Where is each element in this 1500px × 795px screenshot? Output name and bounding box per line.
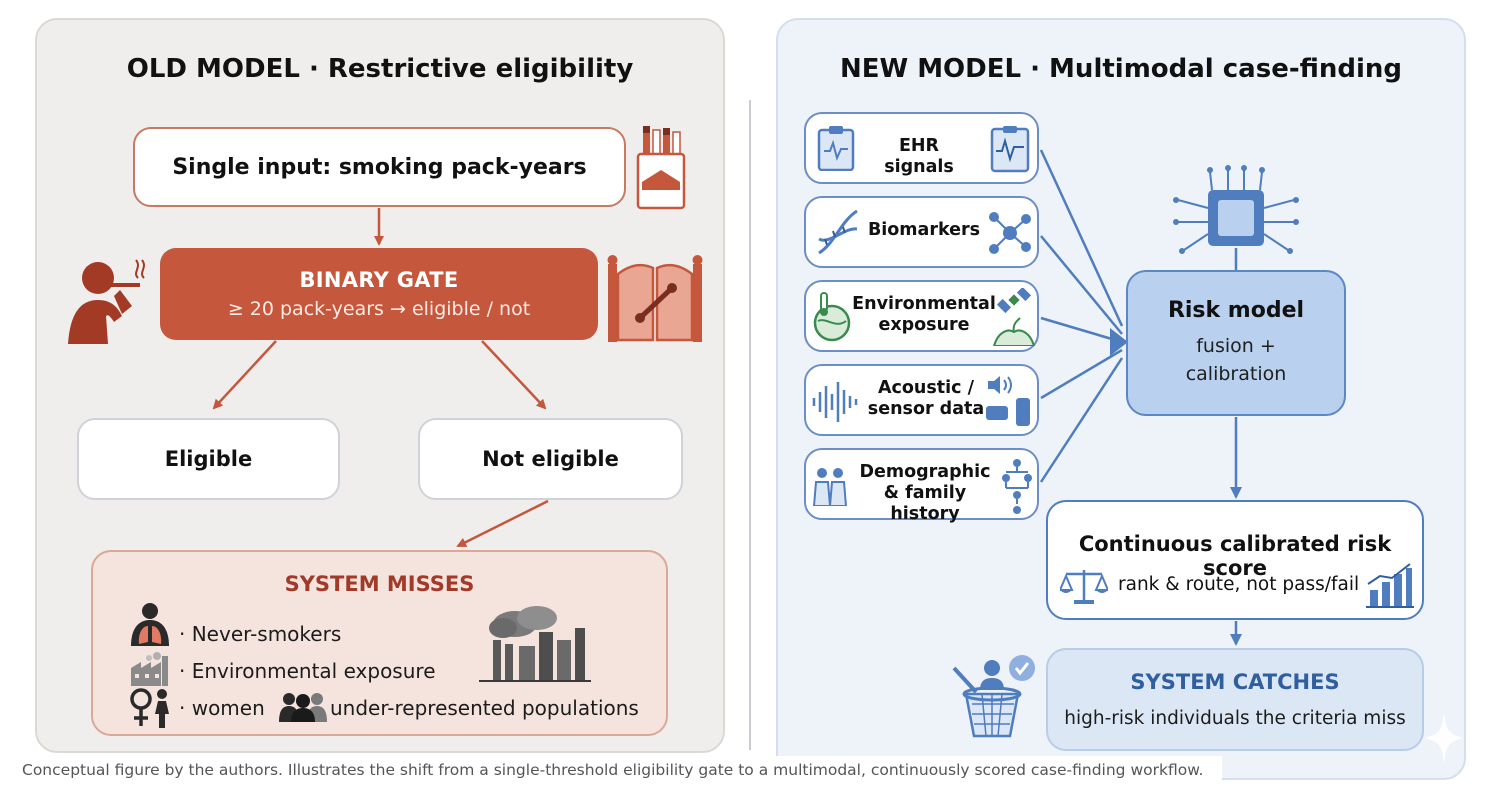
- device-icon: [986, 398, 1030, 426]
- panel-divider: [749, 100, 751, 750]
- female-icon: [130, 688, 169, 728]
- risk-model-sub: fusion + calibration: [1185, 334, 1287, 385]
- input-acoustic-label: Acoustic / sensor data: [867, 378, 985, 419]
- binary-gate-title: BINARY GATE: [299, 268, 459, 292]
- arrow-ehr-to-risk: [1039, 149, 1124, 327]
- figure-caption: Conceptual figure by the authors. Illust…: [0, 756, 1222, 784]
- network-icon: [989, 212, 1031, 254]
- bar-chart-icon: [1366, 563, 1414, 608]
- ecg-monitor-icon: [990, 126, 1030, 173]
- new-model-title: NEW MODEL · Multimodal case-finding: [839, 54, 1403, 84]
- risk-input-arrowhead: [1110, 328, 1128, 356]
- family-tree-icon: [1002, 459, 1032, 514]
- input-acoustic-sensor: Acoustic / sensor data: [804, 364, 1039, 436]
- input-environmental-exposure: Environmental exposure: [804, 280, 1039, 352]
- clipboard-icon: [817, 126, 855, 171]
- input-demographic-family: Demographic & family history: [804, 448, 1039, 524]
- single-input-box: Single input: smoking pack-years: [133, 127, 626, 207]
- group-icon: [279, 693, 327, 722]
- not-eligible-box: Not eligible: [418, 418, 683, 500]
- waveform-icon: [812, 382, 858, 422]
- speaker-icon: [988, 376, 1012, 394]
- factory-icon: [131, 652, 168, 686]
- input-ehr-label: EHR signals: [884, 136, 954, 177]
- cigarette-pack-icon: [636, 126, 686, 210]
- single-input-label: Single input: smoking pack-years: [172, 154, 587, 180]
- risk-score-sub: rank & route, not pass/fail: [1118, 574, 1360, 595]
- catch-net-icon: [952, 660, 1022, 738]
- city-pollution-icon: [479, 606, 591, 682]
- risk-model-box: Risk model fusion + calibration: [1126, 270, 1346, 416]
- input-biomarkers-label: Biomarkers: [867, 220, 981, 240]
- miss-underrepresented: under-represented populations: [330, 696, 639, 720]
- risk-score-box: Continuous calibrated risk score rank & …: [1046, 500, 1424, 620]
- eligible-label: Eligible: [164, 447, 253, 471]
- thermometer-globe-icon: [813, 292, 851, 342]
- miss-environmental: · Environmental exposure: [179, 659, 436, 683]
- arrow-biomarkers-to-risk: [1040, 235, 1123, 335]
- arrow-acoustic-to-risk: [1040, 348, 1123, 400]
- not-eligible-label: Not eligible: [482, 447, 619, 471]
- arrow-gate-to-eligible: [212, 340, 277, 410]
- eligible-box: Eligible: [77, 418, 340, 500]
- input-ehr-signals: EHR signals: [804, 112, 1039, 184]
- dna-icon: [818, 209, 858, 255]
- system-catches-sub: high-risk individuals the criteria miss: [1064, 708, 1406, 729]
- input-environmental-label: Environmental exposure: [852, 294, 996, 335]
- smoker-icon: [68, 259, 145, 344]
- check-icon: [1009, 655, 1035, 681]
- system-catches-title: SYSTEM CATCHES: [1130, 670, 1340, 694]
- sparkle-icon: [1424, 712, 1464, 764]
- arrow-not-eligible-to-misses: [456, 499, 549, 548]
- system-catches-box: SYSTEM CATCHES high-risk individuals the…: [1046, 648, 1424, 751]
- system-misses-title: SYSTEM MISSES: [284, 572, 475, 596]
- miss-women: · women: [179, 696, 265, 720]
- lungs-person-icon: [131, 603, 169, 646]
- chip-icon: [1173, 165, 1299, 254]
- scale-icon: [1060, 570, 1108, 604]
- risk-score-title: Continuous calibrated risk score: [1078, 532, 1392, 580]
- arrow-gate-to-not-eligible: [481, 340, 547, 410]
- arrow-env-to-risk: [1040, 316, 1123, 344]
- gate-icon: [607, 255, 703, 342]
- input-demographic-label: Demographic & family history: [859, 462, 991, 524]
- input-biomarkers: Biomarkers: [804, 196, 1039, 268]
- miss-never-smokers: · Never-smokers: [179, 622, 342, 646]
- system-misses-box: SYSTEM MISSES · Never-smokers · Environm…: [91, 550, 668, 736]
- old-model-title: OLD MODEL · Restrictive eligibility: [126, 54, 634, 84]
- binary-gate-rule: ≥ 20 pack-years → eligible / not: [227, 298, 531, 320]
- risk-model-title: Risk model: [1167, 297, 1305, 323]
- binary-gate-box: BINARY GATE ≥ 20 pack-years → eligible /…: [160, 248, 598, 340]
- family-icon: [812, 468, 848, 506]
- arrow-demographic-to-risk: [1039, 357, 1124, 483]
- satellite-icon: [992, 288, 1036, 346]
